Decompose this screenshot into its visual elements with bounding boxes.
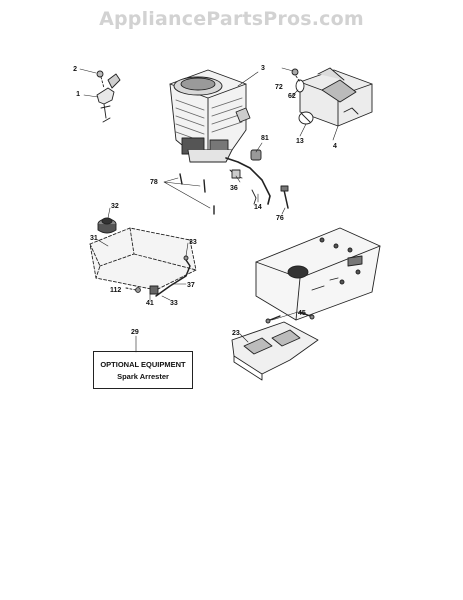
callout-23: 23: [232, 330, 240, 337]
frame-part[interactable]: [255, 227, 381, 321]
fuel-cap-part[interactable]: [97, 217, 117, 234]
bolts-78-part[interactable]: [163, 173, 215, 215]
optional-equipment-box: OPTIONAL EQUIPMENT Spark Arrester: [93, 351, 193, 389]
callout-32: 32: [111, 203, 119, 210]
fuel-tank-part[interactable]: [89, 227, 197, 291]
callout-81: 81: [261, 135, 269, 142]
leader-lines: [79, 67, 339, 353]
muffler-gasket-part[interactable]: [291, 68, 305, 93]
callout-4: 4: [333, 143, 337, 150]
optional-equipment-title: OPTIONAL EQUIPMENT: [100, 360, 186, 369]
callout-3: 3: [261, 65, 265, 72]
throttle-bracket-part[interactable]: [96, 70, 121, 123]
exhaust-clamp-part[interactable]: [298, 111, 314, 125]
callout-29: 29: [131, 329, 139, 336]
callout-112: 112: [110, 287, 121, 294]
callout-72: 72: [275, 84, 283, 91]
oil-filter-part[interactable]: [250, 149, 262, 161]
watermark-text: AppliancePartsPros.com: [99, 8, 364, 30]
callout-31: 31: [90, 235, 98, 242]
callout-41: 41: [146, 300, 154, 307]
callout-2: 2: [73, 66, 77, 73]
engine-part[interactable]: [169, 69, 251, 163]
callout-33-lower: 33: [170, 300, 178, 307]
callout-76: 76: [276, 215, 284, 222]
callout-37: 37: [187, 282, 195, 289]
callout-45: 45: [298, 310, 306, 317]
callout-36: 36: [230, 185, 238, 192]
bolt-76-part[interactable]: [280, 185, 289, 209]
engine-shield-part[interactable]: [231, 311, 319, 381]
callout-1: 1: [76, 91, 80, 98]
callout-33-upper: 33: [189, 239, 197, 246]
oil-drain-hose-part[interactable]: [225, 157, 271, 205]
fuel-line-part[interactable]: [125, 255, 191, 297]
muffler-part[interactable]: [299, 67, 373, 127]
callout-14: 14: [254, 204, 262, 211]
callout-78: 78: [150, 179, 158, 186]
callout-13: 13: [296, 138, 304, 145]
spark-arrester-label: Spark Arrester: [117, 372, 169, 381]
callout-62: 62: [288, 93, 296, 100]
